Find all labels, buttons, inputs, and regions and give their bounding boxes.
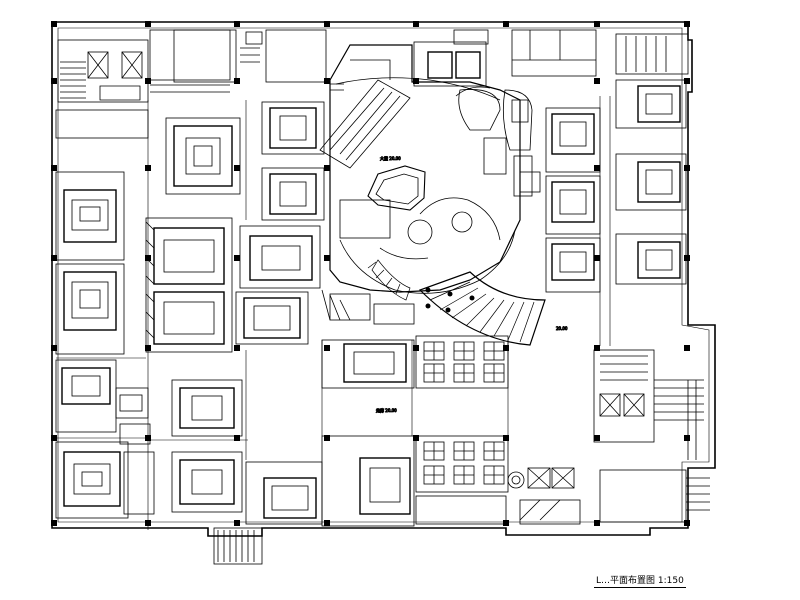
guest-rooms-center-left — [145, 101, 325, 353]
reception-room — [321, 293, 415, 389]
top-rooms — [173, 29, 344, 91]
lobby-curved-area — [321, 44, 521, 321]
corridor-walls — [56, 96, 611, 530]
lobby-label: 大堂 20.00 — [380, 155, 401, 161]
curved-pods — [455, 86, 533, 197]
diagonal-feature — [319, 59, 411, 169]
ceiling-grid-lower — [415, 435, 509, 493]
curved-staircase — [367, 259, 546, 346]
guest-rooms-right — [519, 33, 689, 293]
structural-columns — [51, 21, 690, 526]
top-center-core — [413, 29, 597, 87]
stair-core-bottom-right — [593, 349, 704, 460]
hall-label: 20.00 — [556, 326, 568, 331]
drawing-title: L…平面布置图 1:150 — [594, 573, 686, 588]
stair-core-top-left — [55, 29, 231, 139]
room-annotations: 大堂 20.00 走廊 20.00 20.00 — [376, 155, 569, 414]
ceiling-grid-upper — [415, 335, 509, 389]
building-outline-inner — [57, 27, 710, 523]
lobby-columns-round — [425, 287, 475, 313]
guest-rooms-left — [55, 171, 155, 519]
guest-rooms-lower-middle — [171, 379, 415, 565]
corridor-label: 走廊 20.00 — [376, 407, 397, 413]
bottom-right-utilities — [415, 467, 710, 525]
building-outline — [51, 21, 716, 537]
